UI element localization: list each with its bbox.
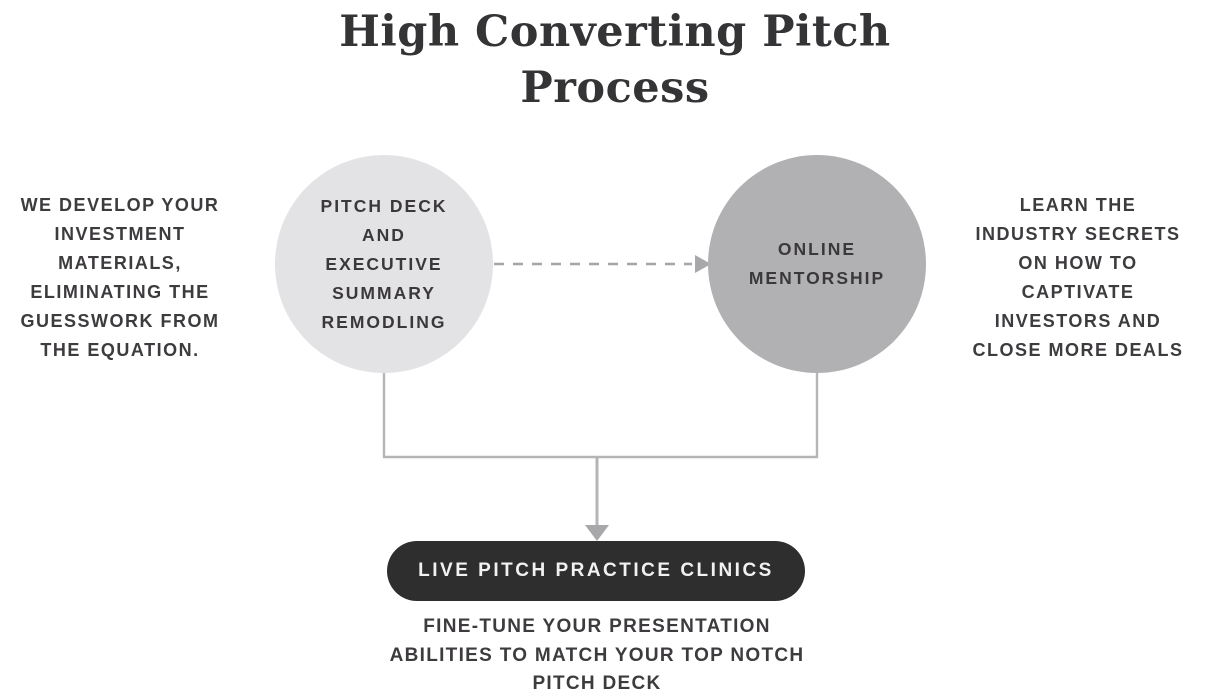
node-online-mentorship: ONLINE MENTORSHIP [708,155,926,373]
node-pitch-deck-label: PITCH DECK AND EXECUTIVE SUMMARY REMODLI… [320,195,448,332]
node-live-pitch-clinics-label: LIVE PITCH PRACTICE CLINICS [418,560,774,581]
node-online-mentorship-label: ONLINE MENTORSHIP [748,239,886,288]
down-arrow-head-icon [585,525,609,541]
node-pitch-deck: PITCH DECK AND EXECUTIVE SUMMARY REMODLI… [275,155,493,373]
right-description: LEARN THE INDUSTRY SECRETS ON HOW TO CAP… [972,195,1184,360]
page-title: High Converting Pitch Process [339,7,891,113]
left-description: WE DEVELOP YOUR INVESTMENT MATERIALS, EL… [20,195,220,360]
merge-connector [382,373,819,459]
footer-description: FINE-TUNE YOUR PRESENTATION ABILITIES TO… [389,616,805,694]
node-live-pitch-clinics: LIVE PITCH PRACTICE CLINICS [387,541,805,601]
